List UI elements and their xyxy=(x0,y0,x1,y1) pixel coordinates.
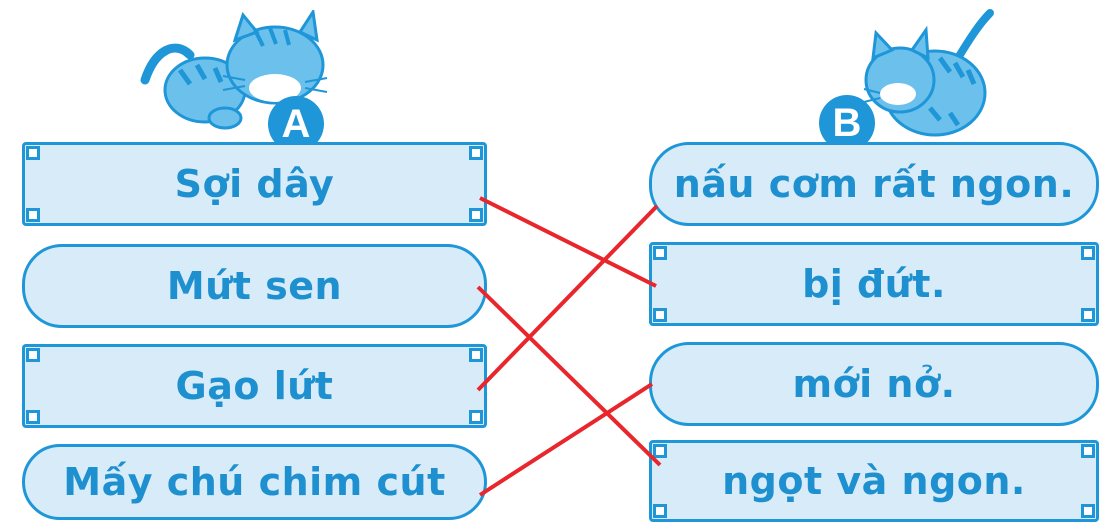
corner-notch xyxy=(26,208,40,222)
corner-notch xyxy=(26,146,40,160)
corner-notch xyxy=(26,348,40,362)
column-b-item-3[interactable]: mới nở. xyxy=(649,342,1099,426)
corner-notch xyxy=(653,444,667,458)
column-a-item-3[interactable]: Gạo lứt xyxy=(22,344,487,428)
corner-notch xyxy=(653,504,667,518)
column-b-item-4[interactable]: ngọt và ngon. xyxy=(649,440,1099,522)
corner-notch xyxy=(653,246,667,260)
cat-a-icon xyxy=(140,10,328,130)
column-a-item-3-label: Gạo lứt xyxy=(175,364,334,408)
match-line-1 xyxy=(479,196,657,288)
corner-notch xyxy=(653,308,667,322)
column-a-item-2[interactable]: Mứt sen xyxy=(22,244,487,328)
corner-notch xyxy=(469,410,483,424)
badge-b: B xyxy=(819,95,875,151)
cat-b-icon xyxy=(863,9,994,137)
column-b-item-2[interactable]: bị đứt. xyxy=(649,242,1099,326)
column-a-item-2-label: Mứt sen xyxy=(166,264,343,308)
match-line-4 xyxy=(478,382,654,497)
corner-notch xyxy=(1081,444,1095,458)
column-b-item-4-label: ngọt và ngon. xyxy=(722,459,1026,503)
corner-notch xyxy=(1081,504,1095,518)
corner-notch xyxy=(1081,308,1095,322)
corner-notch xyxy=(1081,246,1095,260)
corner-notch xyxy=(469,348,483,362)
corner-notch xyxy=(26,410,40,424)
column-b-item-1-label: nấu cơm rất ngon. xyxy=(673,162,1075,206)
column-a-item-4-label: Mấy chú chim cút xyxy=(63,460,446,504)
corner-notch xyxy=(469,146,483,160)
column-b-item-1[interactable]: nấu cơm rất ngon. xyxy=(649,142,1099,226)
match-line-3 xyxy=(476,204,659,392)
corner-notch xyxy=(469,208,483,222)
match-line-2 xyxy=(476,285,662,467)
column-b-item-3-label: mới nở. xyxy=(792,362,956,406)
column-a-item-1-label: Sợi dây xyxy=(174,162,335,206)
column-b-item-2-label: bị đứt. xyxy=(802,262,946,306)
column-a-item-4[interactable]: Mấy chú chim cút xyxy=(22,444,487,520)
column-a-item-1[interactable]: Sợi dây xyxy=(22,142,487,226)
